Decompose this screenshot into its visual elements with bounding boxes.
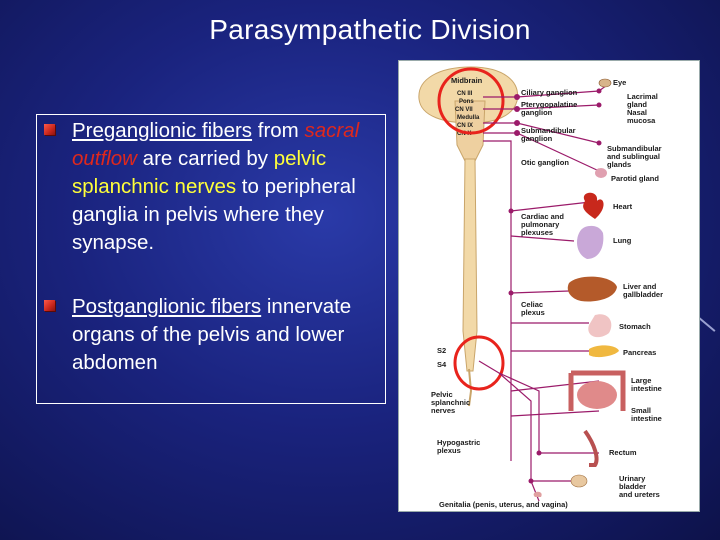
spinal-cord [462, 158, 478, 372]
bullet-1-part-5: pelvic splanchnic nerves [72, 147, 327, 198]
label-large-intestine-1: Large [631, 376, 651, 385]
label-urinary-3: and ureters [619, 490, 660, 499]
label-lacrimal-1: Lacrimal [627, 92, 658, 101]
label-midbrain: Midbrain [451, 76, 483, 85]
label-small-intestine-1: Small [631, 406, 651, 415]
label-stomach: Stomach [619, 322, 651, 331]
label-submandibular-ganglion-2: ganglion [521, 134, 553, 143]
text-box [36, 114, 386, 404]
pancreas-icon [589, 345, 619, 358]
label-small-intestine-2: intestine [631, 414, 662, 423]
bullet-1-part-4: are carried by [136, 147, 274, 170]
bullet-1-part-3: sacral outflow [72, 119, 360, 170]
genitalia-icon [533, 491, 542, 497]
label-large-intestine-2: intestine [631, 384, 662, 393]
label-cardiac-3: plexuses [521, 228, 553, 237]
label-cardiac-1: Cardiac and [521, 212, 564, 221]
bullet-2-part-1: Postganglionic fibers [72, 295, 262, 318]
label-pterygopalatine-2: ganglion [521, 108, 553, 117]
label-parotid: Parotid gland [611, 174, 659, 183]
label-cn10: CN X [457, 131, 471, 137]
parotid-icon [595, 168, 607, 178]
label-genitalia: Genitalia (penis, uterus, and vagina) [439, 500, 568, 509]
cauda-equina [468, 368, 473, 407]
label-cn3: CN III [457, 91, 473, 97]
label-s4: S4 [437, 360, 447, 369]
label-medulla: Medulla [457, 115, 480, 121]
lung-icon [577, 225, 604, 259]
label-pons: Pons [459, 99, 474, 105]
rectum-icon [583, 429, 599, 467]
label-otic-ganglion: Otic ganglion [521, 158, 569, 167]
stomach-icon [588, 314, 612, 338]
label-celiac-1: Celiac [521, 300, 543, 309]
label-hypogastric-1: Hypogastric [437, 438, 480, 447]
label-cn7: CN VII [455, 107, 473, 113]
label-lacrimal-2: gland [627, 100, 647, 109]
bullet-1-part-2: from [252, 119, 305, 142]
bullet-1-part-1: Preganglionic fibers [72, 119, 253, 142]
label-pterygopalatine-1: Pterygopalatine [521, 100, 577, 109]
large-intestine-icon [568, 370, 626, 411]
label-hypogastric-2: plexus [437, 446, 461, 455]
label-pelvic-2: splanchnic [431, 398, 470, 407]
label-cardiac-2: pulmonary [521, 220, 560, 229]
diagram-svg: Midbrain CN III Pons CN VII Medulla CN I… [418, 66, 663, 509]
eye-icon [598, 78, 612, 88]
bullet-paragraph-2: Postganglionic fibers innervate organs o… [72, 293, 377, 377]
label-eye: Eye [613, 78, 626, 87]
label-ciliary-ganglion: Ciliary ganglion [521, 88, 578, 97]
bullet-paragraph-1: Preganglionic fibers from sacral outflow… [72, 117, 377, 257]
slide-title: Parasympathetic Division [209, 14, 531, 45]
liver-icon [567, 276, 617, 302]
label-liver-2: gallbladder [623, 290, 663, 299]
label-liver-1: Liver and [623, 282, 657, 291]
label-submandibular-glands-2: and sublingual [607, 152, 660, 161]
decorative-line [697, 316, 716, 332]
label-nasal-2: mucosa [627, 116, 656, 125]
bullet-marker-2 [44, 300, 55, 311]
label-nasal-1: Nasal [627, 108, 647, 117]
urinary-bladder-icon [570, 474, 588, 488]
label-pelvic-1: Pelvic [431, 390, 453, 399]
bullet-marker-1 [44, 124, 55, 135]
label-s2: S2 [437, 346, 446, 355]
label-lung: Lung [613, 236, 632, 245]
label-rectum: Rectum [609, 448, 637, 457]
parasympathetic-diagram: Midbrain CN III Pons CN VII Medulla CN I… [398, 60, 700, 512]
highlight-circle-sacral [453, 335, 505, 391]
label-pancreas: Pancreas [623, 348, 656, 357]
label-submandibular-glands-3: glands [607, 160, 631, 169]
label-submandibular-ganglion-1: Submandibular [521, 126, 576, 135]
label-urinary-2: bladder [619, 482, 646, 491]
heart-icon [583, 192, 604, 219]
label-celiac-2: plexus [521, 308, 545, 317]
bullet-2-part-2: innervate organs of the pelvis and lower… [72, 295, 352, 374]
bullet-1-part-6: to peripheral ganglia in pelvis where th… [72, 175, 356, 254]
label-heart: Heart [613, 202, 633, 211]
small-intestine-icon [577, 381, 617, 409]
label-submandibular-glands-1: Submandibular [607, 144, 662, 153]
label-pelvic-3: nerves [431, 406, 455, 415]
label-cn9: CN IX [457, 123, 473, 129]
label-urinary-1: Urinary [619, 474, 646, 483]
highlight-circle-brainstem [437, 67, 505, 135]
